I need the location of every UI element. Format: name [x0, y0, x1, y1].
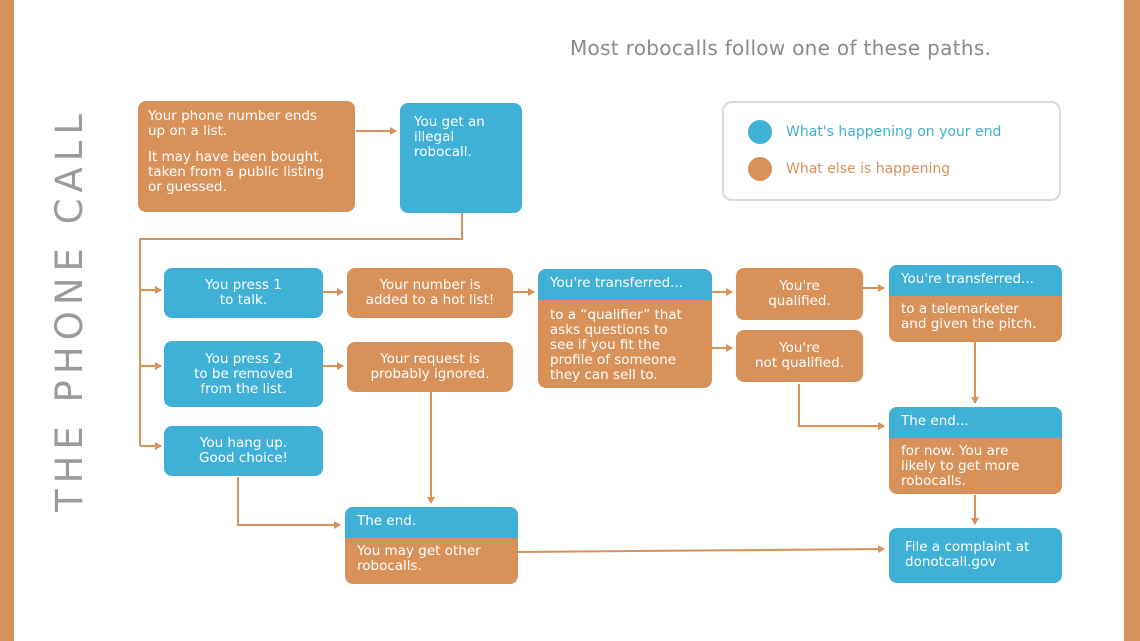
node-body: You may get other robocalls. — [345, 538, 518, 584]
node-text: asks questions to — [550, 322, 668, 338]
node-text: It may have been bought, — [148, 149, 323, 165]
node-text: see if you fit the — [550, 337, 661, 353]
node-text: robocall. — [414, 144, 472, 160]
node-text: probably ignored. — [370, 366, 490, 382]
node-body: to a “qualifier” that asks questions to … — [538, 300, 712, 388]
node-transferred-qualifier: You're transferred... to a “qualifier” t… — [538, 269, 712, 388]
node-text: You're — [779, 340, 820, 356]
node-text: not qualified. — [755, 355, 844, 371]
node-heading: The end... — [889, 407, 1062, 438]
node-text: You're — [779, 278, 820, 294]
headline: Most robocalls follow one of these paths… — [570, 36, 992, 60]
node-text: to talk. — [219, 292, 268, 308]
node-press-1: You press 1 to talk. — [164, 268, 323, 318]
node-body: for now. You are likely to get more robo… — [889, 438, 1062, 494]
node-text: and given the pitch. — [901, 316, 1037, 332]
node-text: taken from a public listing — [148, 164, 324, 180]
node-end-left: The end. You may get other robocalls. — [345, 507, 518, 584]
node-text: for now. You are — [901, 443, 1009, 459]
node-hang-up: You hang up. Good choice! — [164, 426, 323, 476]
node-text: they can sell to. — [550, 367, 658, 383]
node-illegal-robocall: You get an illegal robocall. — [400, 103, 522, 213]
node-not-qualified: You're not qualified. — [736, 330, 863, 382]
node-text: to a telemarketer — [901, 301, 1019, 317]
node-text: donotcall.gov — [905, 554, 997, 570]
node-text: from the list. — [200, 380, 287, 397]
node-body: to a telemarketer and given the pitch. — [889, 296, 1062, 342]
node-text: Your number is — [379, 277, 481, 293]
node-request-ignored: Your request is probably ignored. — [347, 342, 513, 392]
node-text: likely to get more — [901, 458, 1020, 474]
node-text: profile of someone — [550, 352, 677, 368]
node-text: You press 2 — [205, 350, 282, 367]
legend: What's happening on your end What else i… — [722, 101, 1061, 201]
node-heading: The end. — [345, 507, 518, 538]
node-text: up on a list. — [148, 123, 228, 139]
node-heading: You're transferred... — [889, 265, 1062, 296]
node-file-complaint: File a complaint at donotcall.gov — [889, 528, 1062, 583]
node-text: You may get other — [357, 543, 481, 559]
node-text: robocalls. — [357, 558, 422, 574]
node-hot-list: Your number is added to a hot list! — [347, 268, 513, 318]
node-number-on-list: Your phone number ends up on a list. It … — [138, 101, 355, 212]
node-text: to be removed — [194, 365, 293, 382]
node-text: You press 1 — [205, 277, 282, 293]
node-text: Your request is — [380, 351, 480, 367]
side-title: THE PHONE CALL — [48, 107, 91, 512]
node-text: to a “qualifier” that — [550, 307, 682, 323]
legend-orange-dot — [748, 157, 772, 181]
node-text: robocalls. — [901, 473, 966, 489]
node-end-right: The end... for now. You are likely to ge… — [889, 407, 1062, 494]
node-text: File a complaint at — [905, 539, 1030, 555]
node-qualified: You're qualified. — [736, 268, 863, 320]
node-text: illegal — [414, 129, 455, 145]
node-transferred-telemarketer: You're transferred... to a telemarketer … — [889, 265, 1062, 342]
node-text: You hang up. — [199, 435, 288, 451]
node-text: Your phone number ends — [148, 108, 318, 124]
node-text: Good choice! — [199, 450, 288, 466]
node-text: You get an — [414, 114, 485, 130]
node-press-2: You press 2 to be removed from the list. — [164, 341, 323, 407]
node-text: qualified. — [768, 293, 831, 309]
legend-label-your-end: What's happening on your end — [786, 124, 1002, 140]
node-text: or guessed. — [148, 179, 227, 195]
node-text: added to a hot list! — [365, 292, 495, 308]
legend-blue-dot — [748, 120, 772, 144]
node-heading: You're transferred... — [538, 269, 712, 300]
legend-label-else: What else is happening — [786, 161, 951, 177]
